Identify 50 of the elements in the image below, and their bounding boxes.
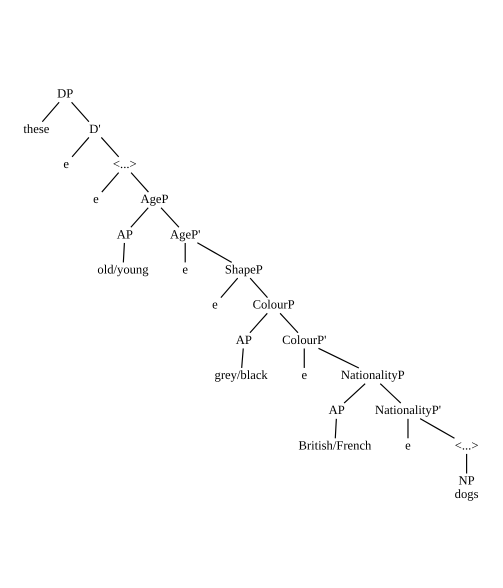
connector: [466, 453, 468, 473]
node-text: <...>: [454, 438, 478, 452]
connector: [72, 136, 90, 157]
node-text: AP: [236, 332, 252, 346]
node-text: e: [405, 438, 411, 452]
node-text: ColourP': [282, 332, 326, 346]
connector: [380, 382, 402, 404]
connector: [184, 242, 186, 262]
node-text: e: [212, 297, 218, 312]
node-text: NationalityP: [340, 368, 405, 382]
connector: [407, 418, 409, 438]
connector: [130, 206, 149, 228]
connector: [197, 242, 232, 262]
connector: [334, 418, 337, 438]
node-text: e: [93, 192, 99, 206]
node-text: e: [63, 156, 69, 170]
connector: [344, 382, 366, 404]
node-text: NationalityP': [374, 402, 441, 417]
node-text: AP: [328, 402, 345, 417]
node-text: D': [89, 121, 101, 136]
node-text: ColourP: [252, 297, 295, 312]
connector: [318, 347, 360, 368]
node-text: <...>: [112, 156, 137, 170]
node-text: AgeP': [170, 226, 200, 241]
connector: [250, 312, 268, 333]
connector: [220, 277, 238, 298]
node-text: grey/black: [214, 368, 268, 382]
node-text: old/young: [97, 262, 149, 276]
connector: [280, 312, 298, 333]
node-text: ShapeP: [224, 262, 263, 276]
node-text: e: [182, 262, 188, 276]
node-text: NP: [458, 473, 475, 488]
node-text: AP: [116, 226, 133, 241]
connector: [130, 172, 149, 192]
connector: [101, 172, 120, 192]
node-text: AgeP: [140, 192, 169, 206]
connector: [250, 277, 268, 298]
connector: [241, 348, 244, 368]
connector: [304, 348, 305, 368]
connector: [100, 136, 120, 157]
node-text: these: [23, 121, 50, 136]
node-label: dogs: [454, 486, 479, 501]
connector: [122, 242, 125, 262]
connector: [71, 101, 90, 122]
connector: [42, 101, 60, 122]
connector: [160, 206, 180, 228]
node-text: DP: [57, 86, 74, 100]
node-text: British/French: [298, 438, 372, 452]
connector: [420, 418, 455, 438]
node-text: e: [301, 368, 308, 382]
